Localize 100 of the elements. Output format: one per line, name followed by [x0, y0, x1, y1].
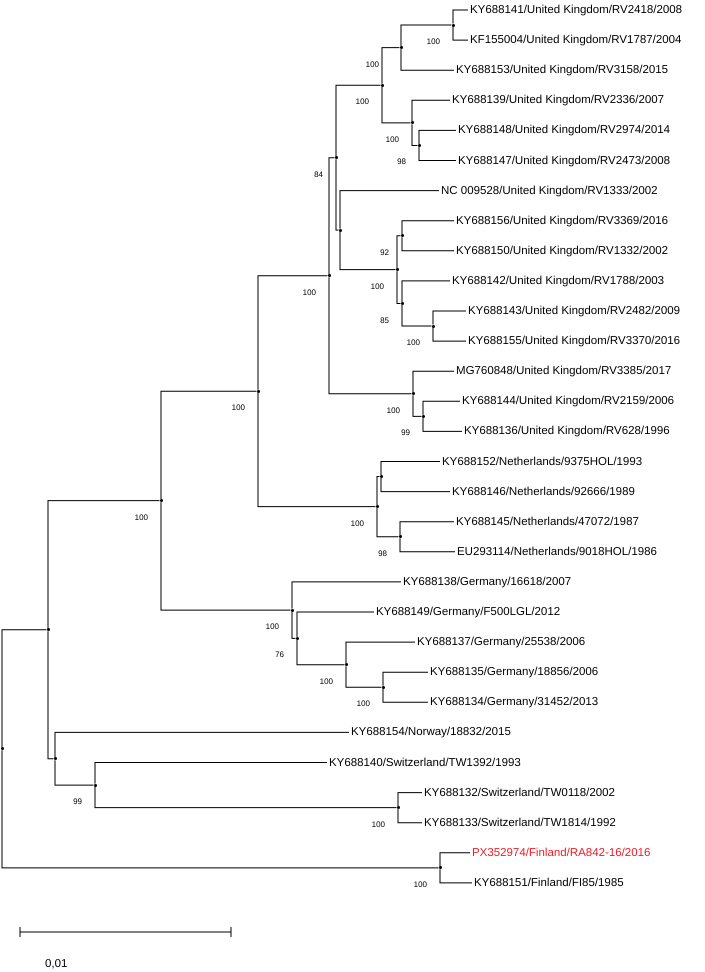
branch-node: [290, 608, 294, 612]
branch-node: [396, 806, 400, 810]
branch-line: [452, 26, 468, 41]
branch-node: [380, 475, 382, 478]
bootstrap-value: 100: [426, 37, 440, 46]
bootstrap-value: 98: [397, 157, 406, 166]
branch-line: [402, 304, 432, 327]
branch-line: [54, 760, 94, 786]
taxon-label: KY688136/United Kingdom/RV628/1996: [462, 424, 670, 438]
bootstrap-value: 85: [380, 316, 389, 324]
branch-line: [258, 275, 328, 390]
branch-node: [296, 636, 298, 640]
branch-node: [382, 686, 384, 689]
branch-node: [438, 866, 442, 870]
bootstrap-value: 100: [302, 288, 316, 297]
branch-line: [402, 236, 454, 252]
taxon-label: KY688143/United Kingdom/RV2482/2009: [466, 304, 680, 318]
branch-line: [382, 688, 428, 703]
branch-line: [346, 642, 416, 664]
branch-line: [418, 130, 456, 144]
branch-line: [432, 327, 466, 342]
branch-node: [396, 268, 398, 272]
branch-line: [380, 461, 440, 476]
taxon-label: KY688155/United Kingdom/RV3370/2016: [466, 334, 680, 348]
taxon-label: KY688134/Germany/31452/2013: [428, 695, 598, 710]
branch-line: [94, 786, 397, 808]
branch-line: [2, 750, 439, 868]
taxon-label: KY688146/Netherlands/92666/1989: [450, 484, 635, 499]
branch-node: [400, 234, 404, 238]
bootstrap-value: 76: [275, 650, 284, 660]
taxon-label: KY688152/Netherlands/9375HOL/1993: [440, 454, 642, 468]
branch-node: [418, 144, 420, 147]
branch-node: [94, 784, 96, 787]
branch-node: [412, 392, 414, 396]
taxon-label: KY688132/Switzerland/TW0118/2002: [422, 786, 615, 800]
taxon-label: KY688141/United Kingdom/RV2418/2008: [468, 3, 682, 17]
branch-node: [410, 121, 414, 124]
taxon-label: KY688148/United Kingdom/RV2974/2014: [456, 123, 670, 138]
branch-line: [412, 370, 454, 393]
branch-line: [296, 612, 374, 638]
branch-node: [380, 84, 384, 87]
bootstrap-value: 100: [386, 134, 399, 144]
branch-line: [382, 47, 400, 84]
branch-line: [422, 417, 462, 432]
branch-node: [400, 46, 402, 50]
taxon-label: KY688156/United Kingdom/RV3369/2016: [454, 214, 668, 228]
branch-line: [48, 500, 160, 629]
branch-line: [54, 732, 350, 758]
branch-line: [396, 235, 401, 269]
branch-line: [402, 280, 450, 302]
taxon-label: KY688140/Switzerland/TW1392/1993: [327, 756, 521, 770]
branch-line: [94, 762, 328, 784]
branch-line: [400, 48, 454, 71]
branch-line: [400, 538, 456, 552]
branch-line: [440, 852, 470, 867]
branch-line: [382, 672, 428, 686]
branch-node: [54, 757, 56, 760]
bootstrap-value: 100: [320, 676, 333, 686]
bootstrap-value: 100: [356, 699, 370, 708]
bootstrap-value: 100: [266, 622, 279, 632]
bootstrap-value: 99: [73, 797, 82, 806]
taxon-label: KY688133/Switzerland/TW1814/1992: [422, 816, 616, 830]
branch-node: [344, 663, 348, 666]
taxon-label: NC 009528/United Kingdom/RV1333/2002: [439, 184, 658, 198]
branch-line: [422, 400, 460, 416]
branch-line: [432, 310, 466, 326]
taxon-label: KY688147/United Kingdom/RV2473/2008: [456, 154, 670, 168]
taxon-label: KY688142/United Kingdom/RV1788/2003: [450, 274, 664, 288]
branch-line: [412, 124, 418, 146]
bootstrap-value: 100: [406, 338, 420, 348]
branch-line: [382, 86, 411, 124]
taxon-label: EU293114/Netherlands/9018HOL/1986: [455, 544, 657, 559]
branch-line: [292, 611, 296, 639]
taxon-label: MG760848/United Kingdom/RV3385/2017: [454, 364, 672, 378]
branch-line: [400, 521, 454, 536]
taxon-label: KY688138/Germany/16618/2007: [401, 574, 572, 589]
branch-line: [418, 146, 456, 161]
bootstrap-value: 92: [380, 248, 389, 257]
branch-node: [432, 324, 434, 328]
branch-line: [346, 666, 382, 688]
branch-node: [334, 156, 338, 160]
branch-node: [422, 414, 424, 418]
bootstrap-value: 84: [314, 170, 323, 179]
branch-node: [46, 628, 50, 632]
branch-line: [376, 476, 380, 506]
taxon-label: KY688144/United Kingdom/RV2159/2006: [460, 394, 674, 408]
branch-line: [440, 868, 472, 884]
bootstrap-value: 99: [401, 428, 410, 438]
branch-line: [160, 390, 257, 500]
branch-line: [412, 100, 450, 122]
branch-line: [336, 84, 381, 157]
bootstrap-value: 100: [414, 880, 427, 889]
branch-line: [328, 157, 335, 275]
bootstrap-value: 100: [232, 403, 245, 412]
bootstrap-value: 100: [134, 512, 148, 522]
taxon-label: KY688153/United Kingdom/RV3158/2015: [454, 63, 668, 78]
branch-line: [336, 158, 339, 231]
branch-node: [328, 274, 330, 278]
branch-line: [380, 478, 450, 492]
taxon-label: KY688149/Germany/F500LGL/2012: [374, 605, 560, 619]
